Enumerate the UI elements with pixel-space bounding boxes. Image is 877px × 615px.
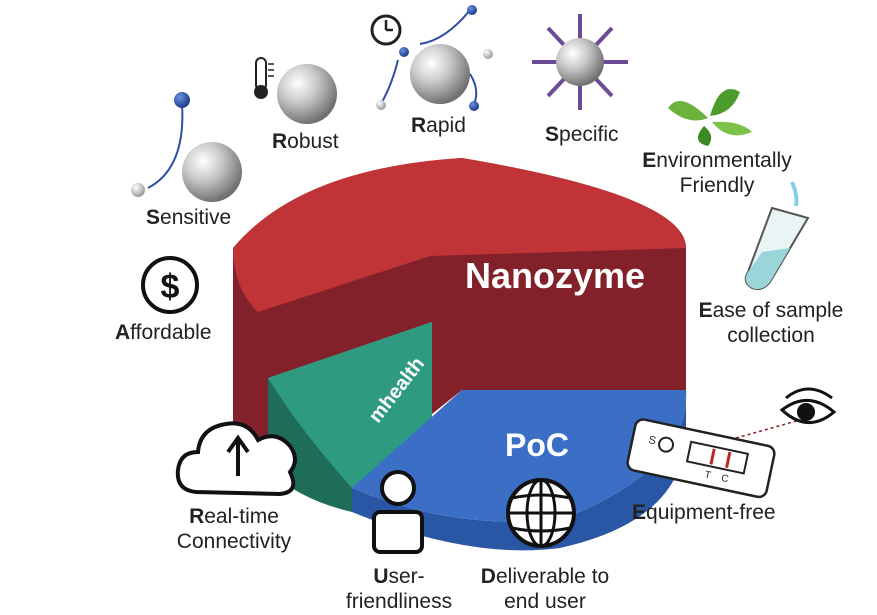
mhealth-segment: mhealth — [268, 322, 432, 512]
poc-top — [352, 390, 687, 522]
globe-icon — [506, 478, 576, 548]
dollar-icon: $ — [141, 256, 199, 314]
dollar-glyph: $ — [161, 268, 180, 306]
label-robust: Robust — [272, 130, 339, 153]
cloud-upload-icon — [175, 421, 297, 497]
test-tube-icon — [744, 181, 810, 291]
poc-segment: PoC — [352, 390, 687, 551]
test-strip-eye-icon: S T C — [626, 387, 837, 499]
poc-label: PoC — [505, 427, 569, 463]
label-real-time-connectivity: Real-time Connectivity — [176, 505, 292, 553]
label-user-friendliness: User- friendliness — [345, 565, 453, 613]
label-environmentally-friendly: Environmentally Friendly — [642, 149, 792, 197]
label-deliverable-to-end-user: Deliverable to end user — [480, 565, 610, 613]
user-icon — [372, 470, 424, 554]
label-rapid: Rapid — [411, 114, 466, 137]
clock-nanoparticle-icon — [370, 5, 493, 111]
label-ease-of-sample-collection: Ease of sample collection — [698, 299, 844, 347]
strip-c-letter: C — [720, 473, 729, 485]
label-affordable: Affordable — [115, 321, 212, 344]
label-specific: Specific — [545, 123, 619, 146]
nanozyme-label: Nanozyme — [465, 255, 645, 296]
label-sensitive: Sensitive — [146, 206, 232, 229]
leaves-icon — [668, 89, 752, 146]
label-equipment-free: Equipment-free — [632, 501, 776, 524]
thermometer-nanoparticle-icon — [254, 57, 337, 124]
nanozyme-segment: Nanozyme — [233, 158, 686, 496]
mhealth-top — [268, 322, 432, 488]
strip-s-letter: S — [647, 434, 657, 447]
nanoparticle-icon — [131, 92, 242, 202]
nanozyme-top — [233, 158, 686, 312]
antibody-nanoparticle-icon — [532, 14, 628, 110]
poc-side — [352, 390, 687, 551]
strip-t-letter: T — [703, 469, 711, 481]
